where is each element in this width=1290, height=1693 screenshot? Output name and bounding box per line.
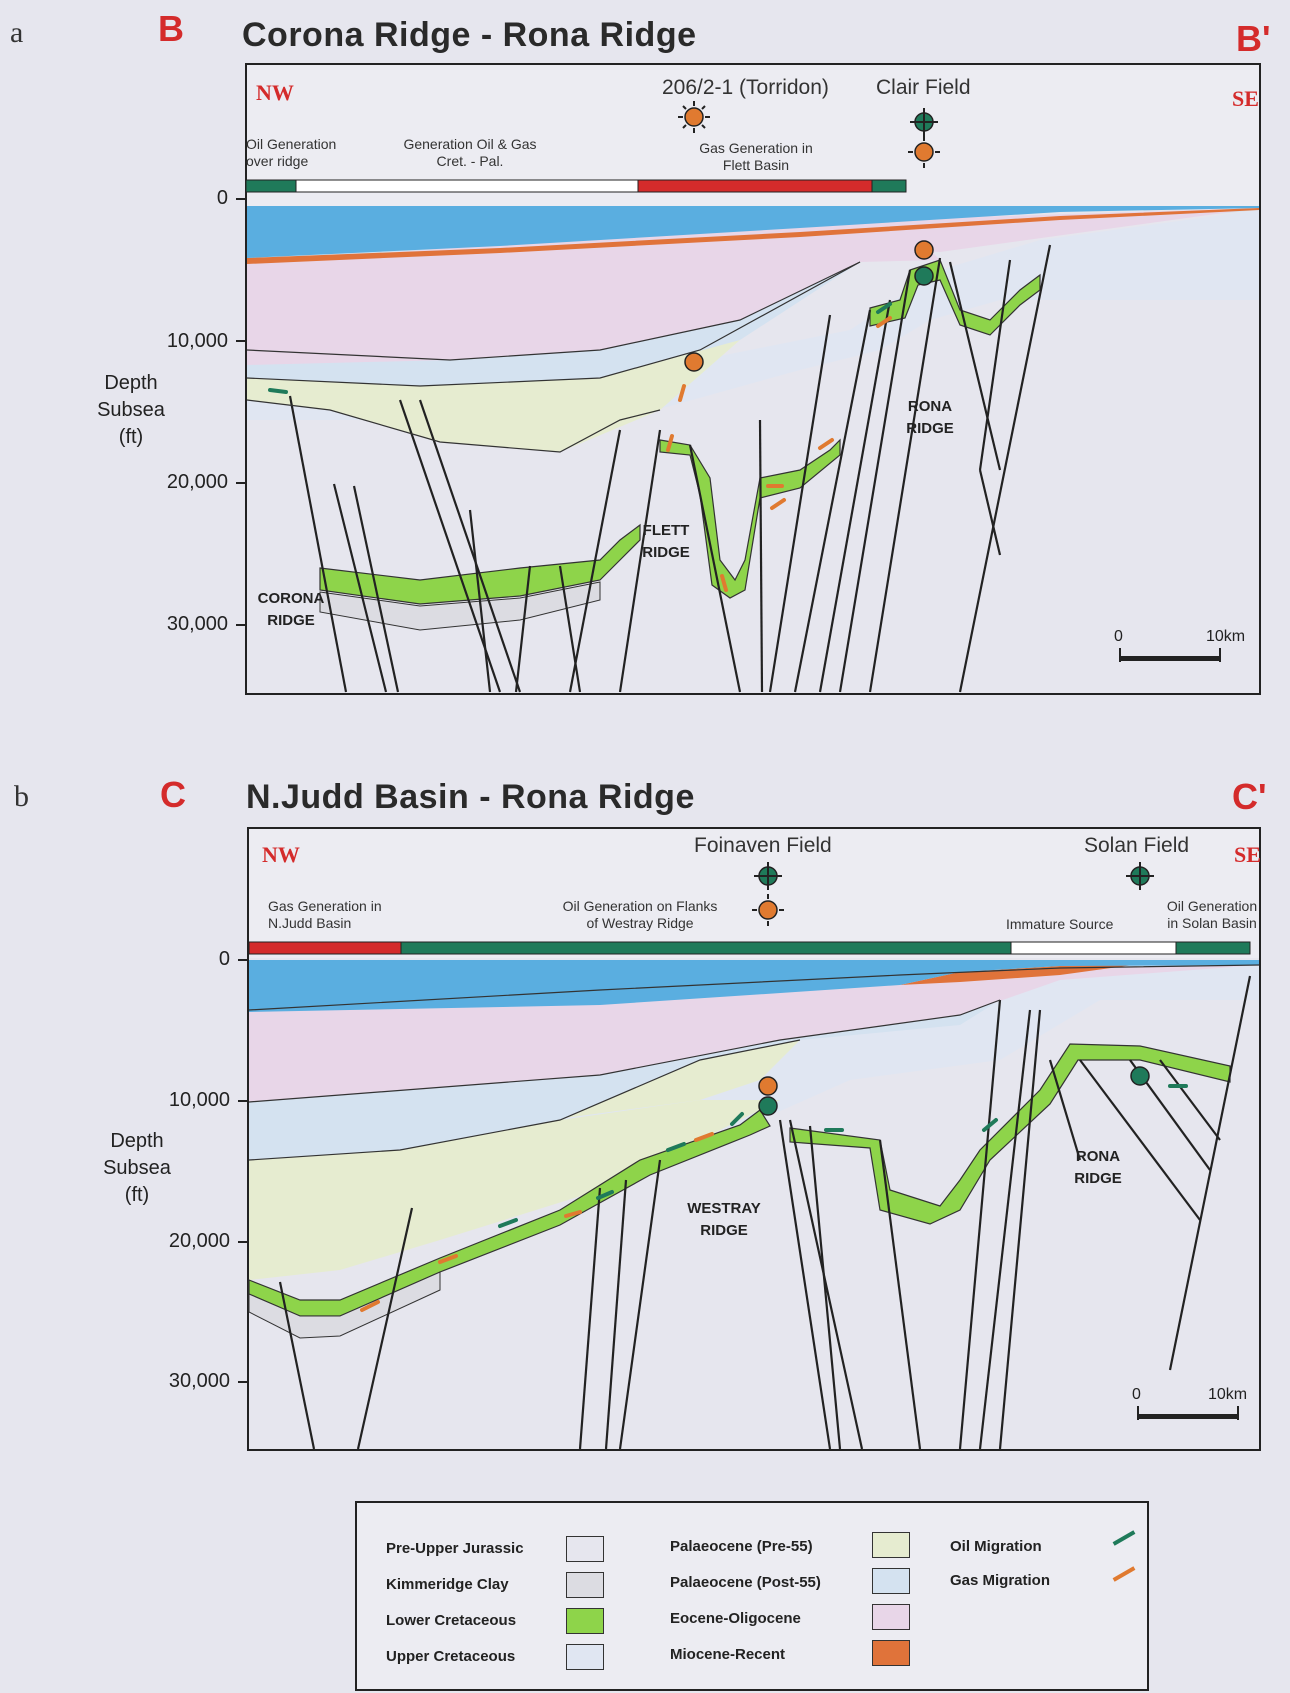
b-gen3-line1: Immature Source xyxy=(1006,916,1114,932)
b-gen2-line1: Oil Generation on Flanks xyxy=(562,898,718,914)
b-gen1-line1: Gas Generation in xyxy=(268,898,382,914)
panel-b-se-label: SE xyxy=(1234,842,1261,867)
b-gen2-line2: of Westray Ridge xyxy=(586,915,694,931)
legend-miocene-recent: Miocene-Recent xyxy=(670,1646,786,1663)
rona-a-line2: RIDGE xyxy=(906,420,954,437)
panel-a-gen3: Gas Generation in Flett Basin xyxy=(676,140,836,174)
legend-upper-cretaceous: Upper Cretaceous xyxy=(386,1648,516,1665)
swatch-lower-cretaceous xyxy=(566,1608,604,1634)
panel-a-well1-label: 206/2-1 (Torridon) xyxy=(662,76,829,99)
swatch-palaeocene-post55 xyxy=(872,1568,910,1594)
panel-b-end-letter: C' xyxy=(1232,776,1267,817)
panel-b-well1-label: Foinaven Field xyxy=(694,834,832,857)
gen1-line1: Oil Generation xyxy=(246,136,337,152)
panel-b-nw-label: NW xyxy=(262,842,300,867)
westray-ridge-label: WESTRAY RIDGE xyxy=(674,1198,774,1242)
panel-a-tick-0: 0 xyxy=(216,187,228,209)
legend-oil-migration: Oil Migration xyxy=(950,1538,1042,1555)
panel-b-gen2: Oil Generation on Flanks of Westray Ridg… xyxy=(540,898,740,932)
panel-b-tick-10000: 10,000 xyxy=(168,1089,230,1111)
corona-line1: CORONA xyxy=(257,590,325,607)
panel-b-gen1: Gas Generation in N.Judd Basin xyxy=(268,898,382,932)
panel-a-end-letter: B' xyxy=(1236,18,1271,59)
panel-b-scale-end: 10km xyxy=(1208,1386,1248,1403)
panel-a-se-label: SE xyxy=(1232,86,1259,111)
legend-eocene-oligocene: Eocene-Oligocene xyxy=(670,1610,801,1627)
panel-a-gen2: Generation Oil & Gas Cret. - Pal. xyxy=(380,136,560,170)
panel-a-scale-end: 10km xyxy=(1206,628,1246,645)
westray-line1: WESTRAY xyxy=(687,1200,761,1217)
flett-ridge-label: FLETT RIDGE xyxy=(626,520,706,564)
panel-b-well2-label: Solan Field xyxy=(1084,834,1190,857)
panel-b-start-letter: C xyxy=(160,774,186,815)
torridon-well-symbol xyxy=(678,101,710,133)
rona-a-line1: RONA xyxy=(907,398,953,415)
swatch-palaeocene-pre55 xyxy=(872,1532,910,1558)
panel-a-letter: a xyxy=(10,16,24,49)
b-gen4-line2: in Solan Basin xyxy=(1167,915,1257,931)
panel-b-tick-30000: 30,000 xyxy=(168,1370,230,1392)
b-y-label-line1: Depth xyxy=(110,1130,164,1152)
y-label-line2: Subsea xyxy=(97,399,165,421)
y-label-line3: (ft) xyxy=(118,426,144,448)
legend-lower-cretaceous: Lower Cretaceous xyxy=(386,1612,517,1629)
clair-field-symbols xyxy=(908,108,940,168)
gen3-line2: Flett Basin xyxy=(722,157,790,173)
panel-a-start-letter: B xyxy=(158,8,184,49)
panel-b-letter: b xyxy=(14,780,29,813)
panel-a-y-label: Depth Subsea (ft) xyxy=(76,370,186,451)
panel-b-tick-20000: 20,000 xyxy=(168,1230,230,1252)
legend-palaeocene-pre55: Palaeocene (Pre-55) xyxy=(670,1538,813,1555)
panel-a-nw-label: NW xyxy=(256,80,294,105)
panel-b-y-label: Depth Subsea (ft) xyxy=(82,1128,192,1209)
gen1-line2: over ridge xyxy=(246,153,309,169)
swatch-kimmeridge-clay xyxy=(566,1572,604,1598)
swatch-pre-upper-jurassic xyxy=(566,1536,604,1562)
panel-a-title: Corona Ridge - Rona Ridge xyxy=(242,16,697,54)
legend-pre-upper-jurassic: Pre-Upper Jurassic xyxy=(386,1540,524,1557)
swatch-upper-cretaceous xyxy=(566,1644,604,1670)
corona-line2: RIDGE xyxy=(267,612,315,629)
legend-palaeocene-post55: Palaeocene (Post-55) xyxy=(670,1574,821,1591)
b-y-label-line3: (ft) xyxy=(124,1184,150,1206)
rona-ridge-a-label: RONA RIDGE xyxy=(890,396,970,440)
corona-ridge-label: CORONA RIDGE xyxy=(246,588,336,632)
flett-line1: FLETT xyxy=(642,522,690,539)
panel-a-gen1: Oil Generation over ridge xyxy=(246,136,336,170)
legend-kimmeridge-clay: Kimmeridge Clay xyxy=(386,1576,509,1593)
westray-line2: RIDGE xyxy=(700,1222,748,1239)
gen3-line1: Gas Generation in xyxy=(699,140,813,156)
panel-a-tick-10000: 10,000 xyxy=(166,330,228,352)
flett-line2: RIDGE xyxy=(642,544,690,561)
panel-a-tick-20000: 20,000 xyxy=(166,471,228,493)
gen2-line2: Cret. - Pal. xyxy=(436,153,504,169)
rona-b-line1: RONA xyxy=(1075,1148,1121,1165)
panel-b-scale-start: 0 xyxy=(1132,1386,1141,1403)
panel-a-tick-30000: 30,000 xyxy=(166,613,228,635)
legend-gas-migration: Gas Migration xyxy=(950,1572,1051,1589)
b-gen4-line1: Oil Generation xyxy=(1166,898,1258,914)
rona-b-line2: RIDGE xyxy=(1074,1170,1122,1187)
panel-b-gen3: Immature Source xyxy=(1006,916,1113,933)
gen2-line1: Generation Oil & Gas xyxy=(403,136,537,152)
rona-ridge-b-label: RONA RIDGE xyxy=(1058,1146,1138,1190)
panel-b-gen4: Oil Generation in Solan Basin xyxy=(1156,898,1268,932)
panel-b-tick-0: 0 xyxy=(218,948,230,970)
panel-a-well2-label: Clair Field xyxy=(876,76,971,99)
b-gen1-line2: N.Judd Basin xyxy=(268,915,352,931)
panel-a-scale-start: 0 xyxy=(1114,628,1123,645)
panel-b-title: N.Judd Basin - Rona Ridge xyxy=(246,778,695,816)
swatch-eocene-oligocene xyxy=(872,1604,910,1630)
swatch-miocene-recent xyxy=(872,1640,910,1666)
y-label-line1: Depth xyxy=(104,372,158,394)
b-y-label-line2: Subsea xyxy=(103,1157,171,1179)
